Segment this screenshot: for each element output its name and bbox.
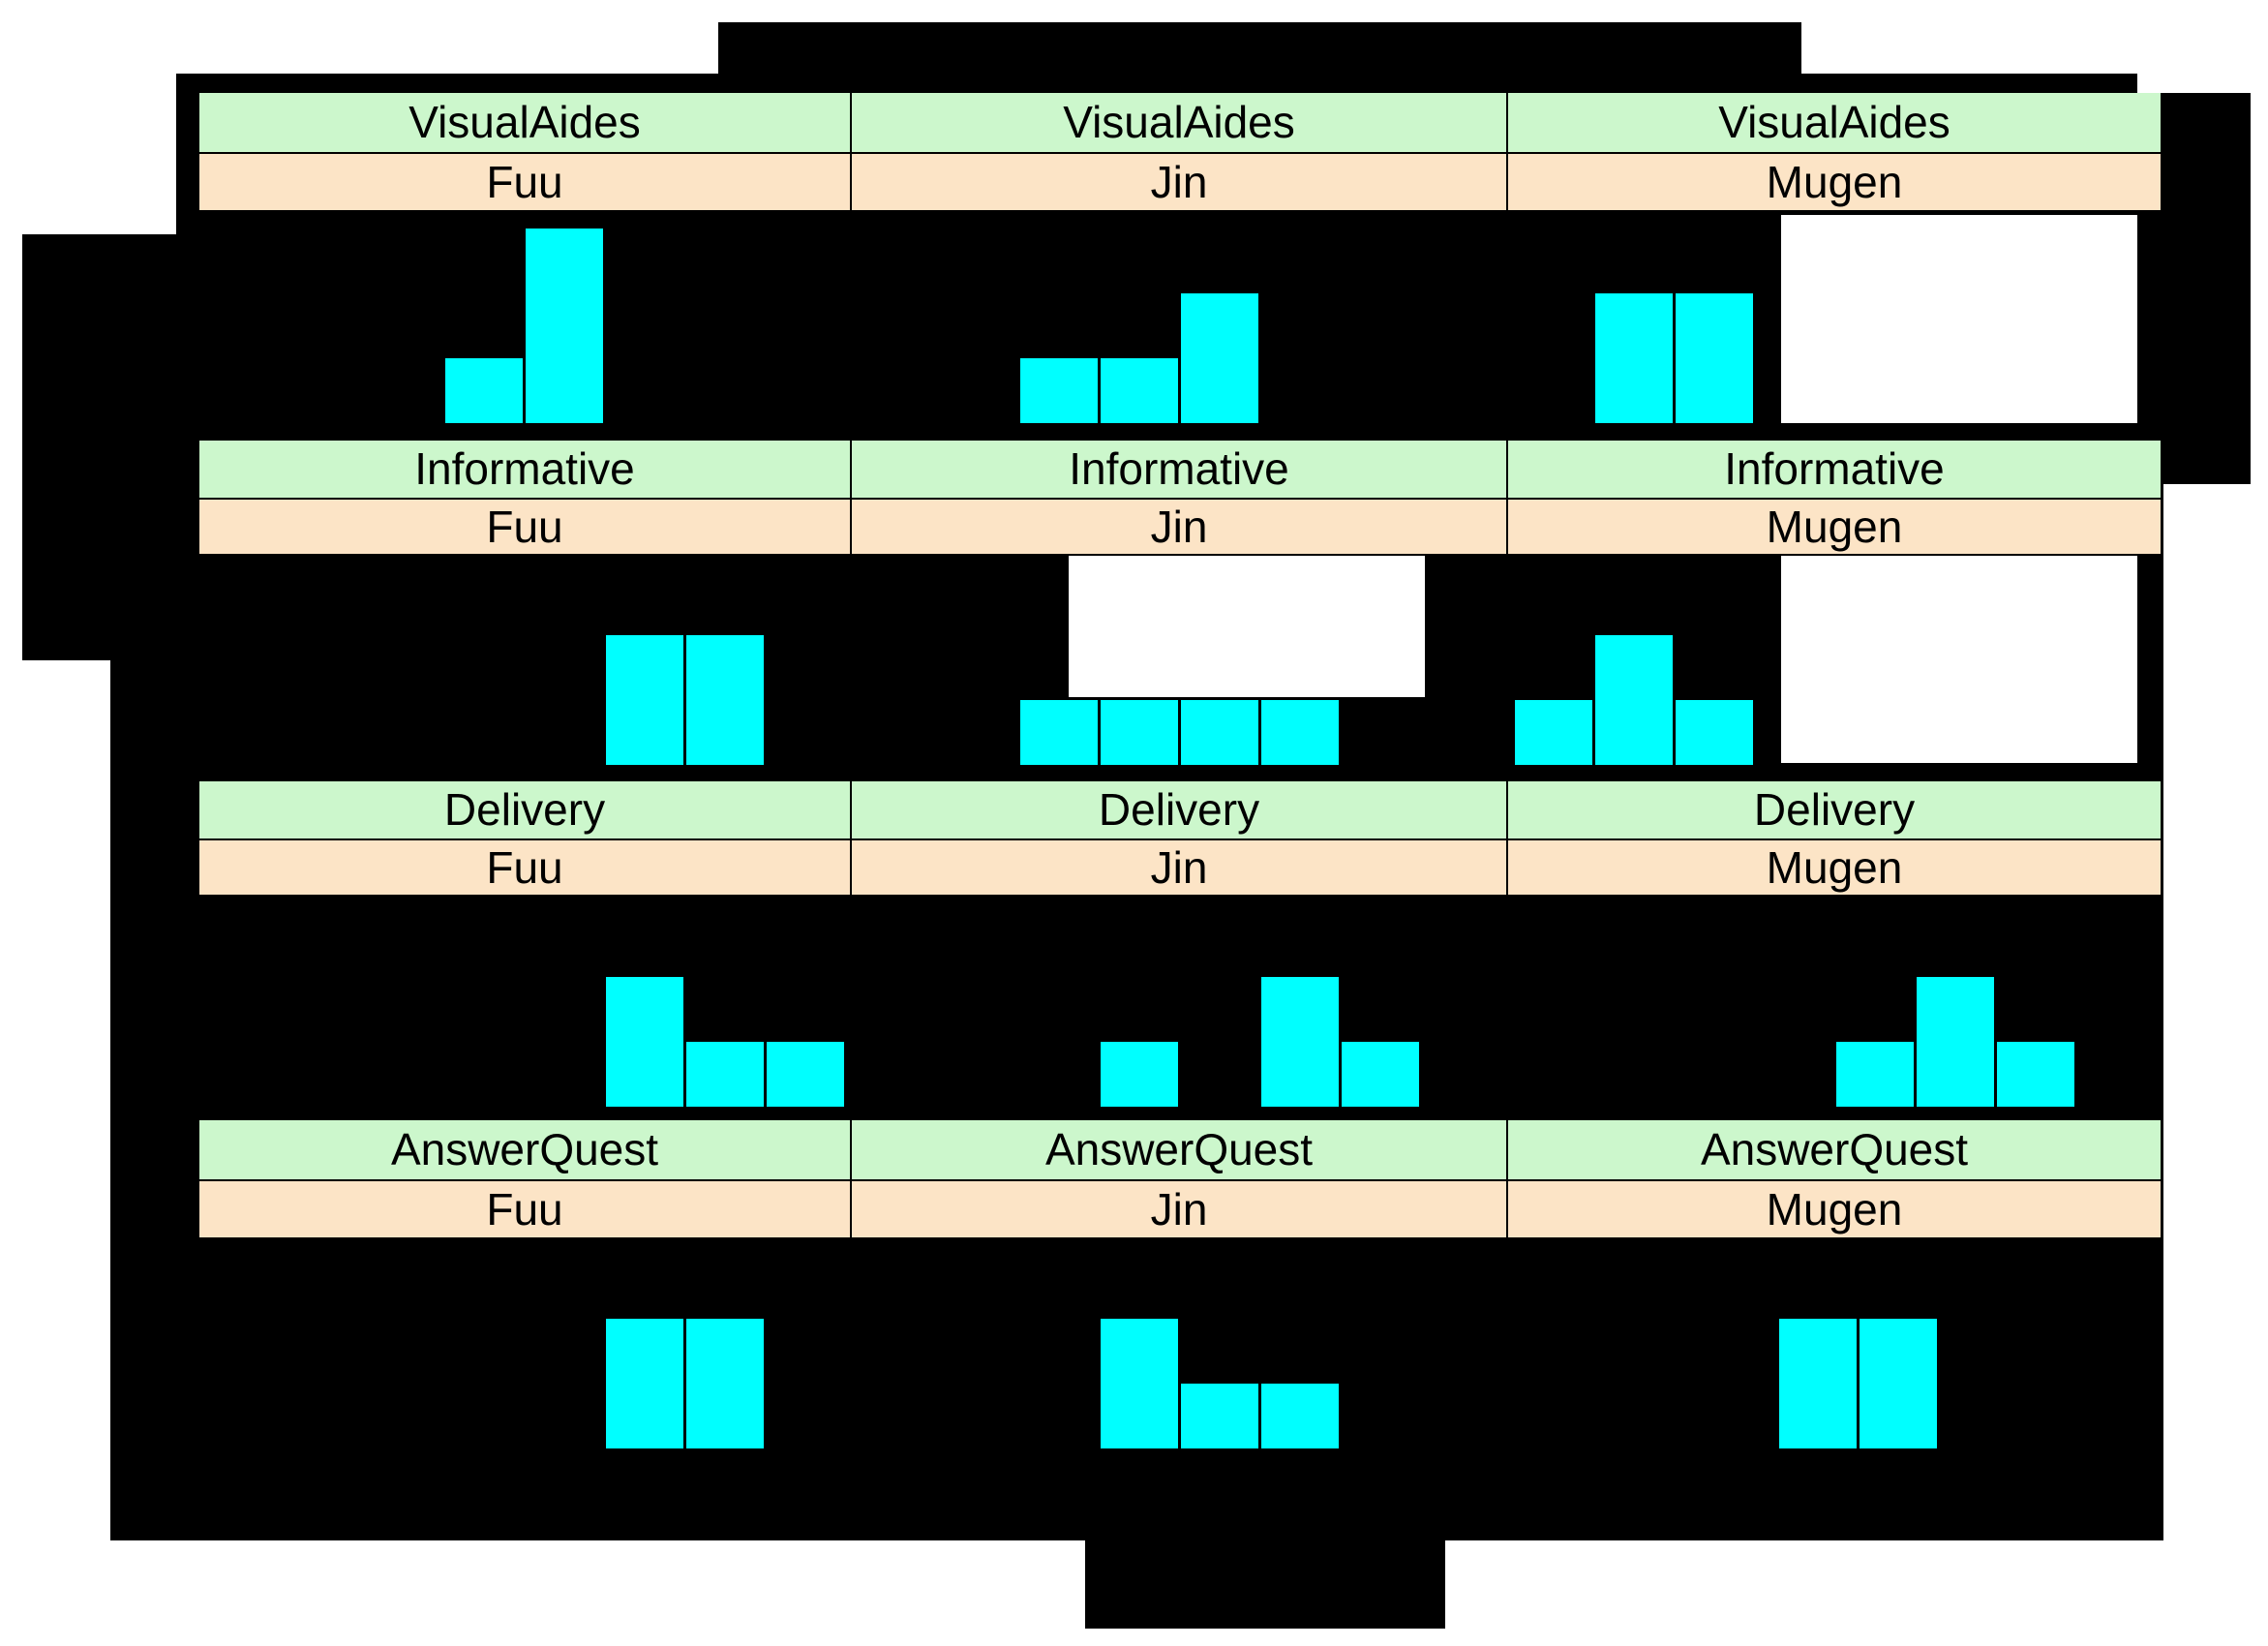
histogram-bar xyxy=(1261,700,1339,765)
histogram-bar xyxy=(1020,358,1098,423)
histogram-bar xyxy=(686,635,764,765)
histogram-bar xyxy=(1101,700,1178,765)
histogram-bar xyxy=(767,1042,844,1107)
histogram-bar xyxy=(1515,700,1592,765)
histogram-bar xyxy=(1342,1042,1419,1107)
person-header-cell: Fuu xyxy=(199,840,850,895)
histogram-bar xyxy=(1836,1042,1914,1107)
section-header-cell: Informative xyxy=(852,441,1506,498)
person-header-cell: Mugen xyxy=(1508,500,2161,554)
section-header-cell: AnswerQuest xyxy=(852,1120,1506,1179)
histogram-bar xyxy=(606,977,683,1107)
histogram-bar xyxy=(1676,293,1753,423)
histogram-bar xyxy=(1101,358,1178,423)
person-header-cell: Fuu xyxy=(199,154,850,210)
histogram-bar xyxy=(526,229,603,423)
person-header-cell: Fuu xyxy=(199,1181,850,1237)
section-header-cell: Informative xyxy=(199,441,850,498)
section-header-cell: AnswerQuest xyxy=(199,1120,850,1179)
histogram-bar xyxy=(1860,1319,1937,1448)
histogram-bar xyxy=(606,635,683,765)
section-header-cell: AnswerQuest xyxy=(1508,1120,2161,1179)
histogram-bar xyxy=(1676,700,1753,765)
histogram-bar xyxy=(1997,1042,2074,1107)
person-header-cell: Jin xyxy=(852,154,1506,210)
empty-plot-panel xyxy=(1781,215,2137,423)
histogram-bar xyxy=(1181,1384,1258,1448)
histogram-bar xyxy=(686,1319,764,1448)
histogram-bar xyxy=(1020,700,1098,765)
histogram-bar xyxy=(606,1319,683,1448)
empty-plot-panel xyxy=(1781,556,2137,763)
histogram-bar xyxy=(1101,1319,1178,1448)
section-header-cell: VisualAides xyxy=(199,93,850,152)
section-header-cell: Delivery xyxy=(1508,781,2161,838)
section-header-cell: VisualAides xyxy=(852,93,1506,152)
section-header-cell: Delivery xyxy=(199,781,850,838)
histogram-bar xyxy=(1181,700,1258,765)
histogram-bar xyxy=(1261,977,1339,1107)
person-header-cell: Jin xyxy=(852,840,1506,895)
histogram-bar xyxy=(1261,1384,1339,1448)
section-header-cell: VisualAides xyxy=(1508,93,2161,152)
histogram-bar xyxy=(445,358,523,423)
person-header-cell: Mugen xyxy=(1508,1181,2161,1237)
person-header-cell: Jin xyxy=(852,500,1506,554)
person-header-cell: Fuu xyxy=(199,500,850,554)
histogram-bar xyxy=(686,1042,764,1107)
histogram-bar xyxy=(1181,293,1258,423)
background-blob-rect xyxy=(1085,1540,1445,1629)
histogram-bar xyxy=(1595,293,1673,423)
person-header-cell: Jin xyxy=(852,1181,1506,1237)
section-header-cell: Informative xyxy=(1508,441,2161,498)
background-blob-rect xyxy=(718,22,1801,74)
section-header-cell: Delivery xyxy=(852,781,1506,838)
histogram-bar xyxy=(1101,1042,1178,1107)
histogram-bar xyxy=(1779,1319,1857,1448)
person-header-cell: Mugen xyxy=(1508,840,2161,895)
person-header-cell: Mugen xyxy=(1508,154,2161,210)
histogram-bar xyxy=(1917,977,1994,1107)
histogram-bar xyxy=(1595,635,1673,765)
empty-plot-panel xyxy=(1069,556,1425,697)
